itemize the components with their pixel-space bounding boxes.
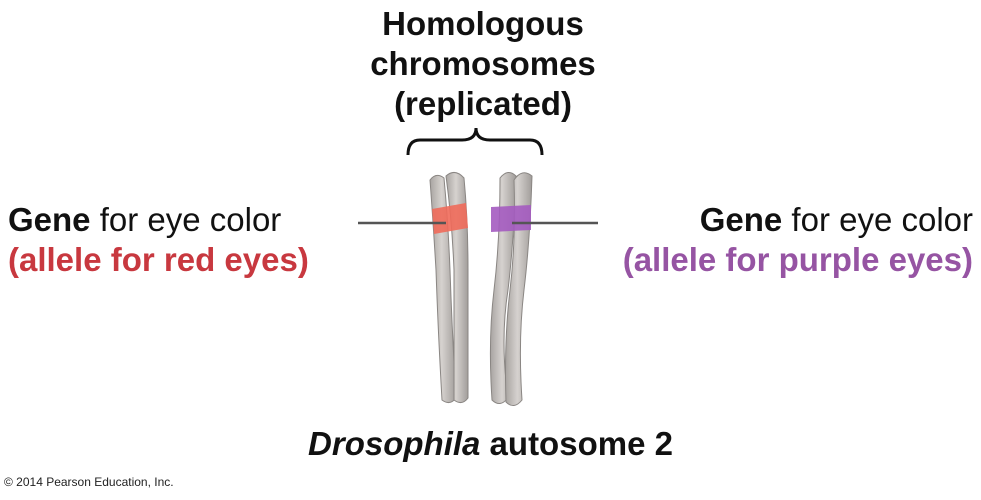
diagram-title: Homologous chromosomes (replicated) [330,4,636,124]
right-gene-word: Gene [699,201,783,238]
chromosome-left [429,172,469,404]
right-allele-label: (allele for purple eyes) [622,241,973,278]
title-line-1: Homologous [382,5,584,42]
caption-italic: Drosophila [308,425,481,462]
title-line-3: (replicated) [394,85,572,122]
left-gene-label: Gene for eye color (allele for red eyes) [8,200,309,280]
diagram-caption: Drosophila autosome 2 [0,424,981,464]
right-gene-label: Gene for eye color (allele for purple ey… [623,200,973,280]
bracket-brace [406,127,544,156]
chromosome-right [489,172,533,406]
title-line-2: chromosomes [370,45,596,82]
chromatid-right-b [505,172,533,406]
copyright-credit: © 2014 Pearson Education, Inc. [4,475,174,489]
red-gene-band [432,203,468,234]
chromatid-left-b [445,172,469,404]
purple-gene-band [491,205,531,232]
left-allele-label: (allele for red eyes) [8,241,309,278]
right-gene-desc: for eye color [782,201,973,238]
caption-rest: autosome 2 [480,425,673,462]
left-gene-desc: for eye color [90,201,282,238]
left-gene-word: Gene [8,201,91,238]
